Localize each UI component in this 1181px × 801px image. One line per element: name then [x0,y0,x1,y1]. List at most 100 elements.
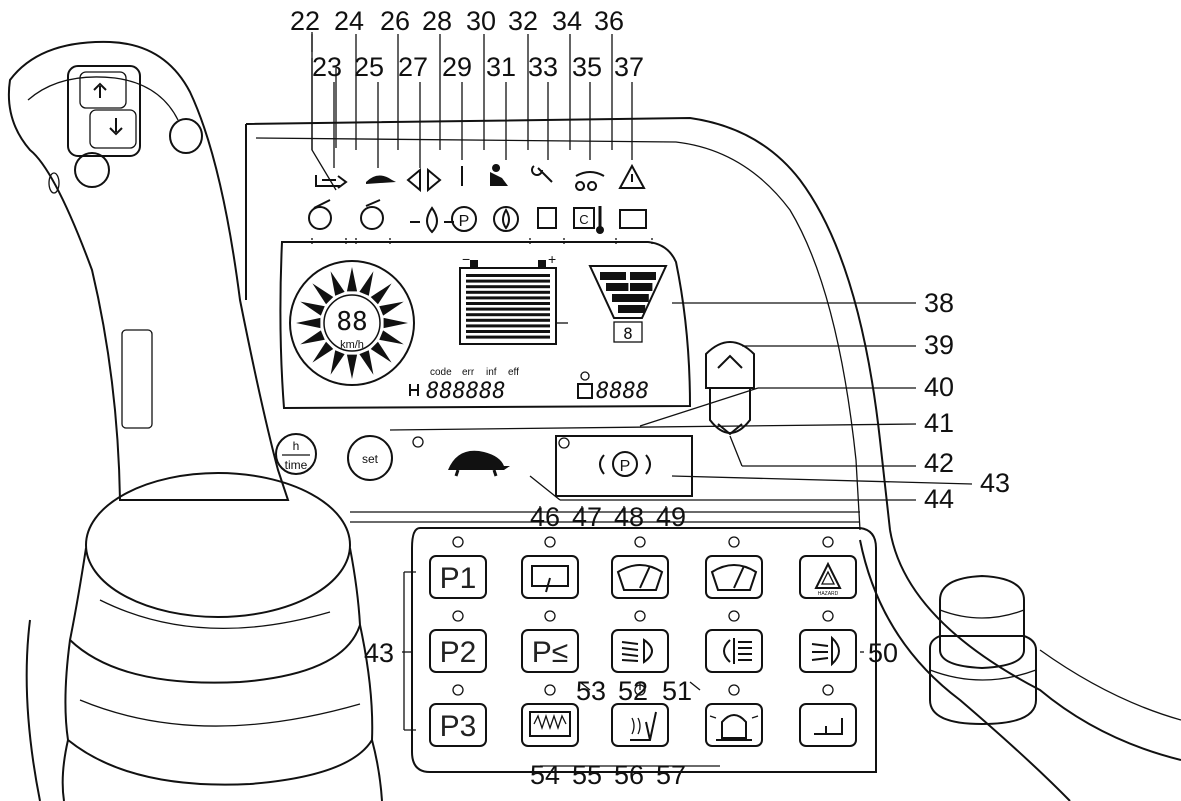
callout-51: 51 [662,676,692,706]
speed-unit: km/h [340,339,364,351]
joystick-button-right[interactable] [169,118,203,154]
speed-ray [300,330,325,345]
callout-24: 24 [334,6,364,36]
battery-bar [466,318,550,322]
svg-text:P2: P2 [440,636,477,669]
p1-key[interactable]: P1 [429,555,487,599]
callout-numbers: 22 24 26 28 30 32 34 36 23 25 27 29 31 3… [290,6,1010,790]
turtle-mode-icon [366,175,396,184]
callout-32: 32 [508,6,538,36]
joystick [7,40,383,801]
key-led [452,610,464,622]
p3-key[interactable]: P3 [429,703,487,747]
svg-text:P: P [620,458,631,475]
callout-38: 38 [924,288,954,318]
hydraulic-oil-icon [355,199,391,246]
keypad: P1 HAZARD P2 P≤ P3 [403,527,877,773]
label-err: err [462,367,475,378]
speed-ray [296,317,321,329]
label-code: code [430,367,452,378]
level-bar [606,283,629,291]
level-bar [630,305,646,313]
speed-ray [359,271,374,296]
key-led [822,536,834,548]
callout-43-left: 43 [364,638,394,668]
engine-oil-icon [308,199,347,246]
callout-35: 35 [572,52,602,82]
leader-line [389,423,917,431]
key-led [728,536,740,548]
gear-digit: 8 [623,324,633,343]
svg-text:+: + [548,251,556,267]
level-bar [612,294,631,302]
parking-brake-button[interactable]: P [555,435,693,497]
dashboard-housing [245,116,1181,801]
scroll-down-button[interactable] [717,423,743,436]
parking-light-key[interactable]: P≤ [521,629,579,673]
p2-key[interactable]: P2 [429,629,487,673]
rear-wiper-key[interactable] [521,555,579,599]
callout-52: 52 [618,676,648,706]
callout-49: 49 [656,502,686,532]
callout-37: 37 [614,52,644,82]
key-led [728,610,740,622]
speed-ray [300,301,325,316]
joystick-button-left[interactable] [74,152,110,188]
level-bar [618,305,634,313]
callout-54: 54 [530,760,560,790]
battery-bar [466,285,550,289]
key-led [634,610,646,622]
turtle-mode-lamp-icon [448,450,510,477]
joystick-rocker-switch[interactable] [67,65,141,157]
speed-ray [379,301,404,316]
callout-23: 23 [312,52,342,82]
speed-ray [312,283,334,305]
headlight-key[interactable] [611,629,669,673]
battery-bar [466,335,550,339]
level-gauge: 8 [588,265,668,343]
speed-ray [370,341,392,363]
set-button[interactable]: set [347,435,393,481]
svg-text:−: − [462,251,470,267]
callout-36: 36 [594,6,624,36]
callout-34: 34 [552,6,582,36]
callout-41: 41 [924,408,954,438]
callout-33: 33 [528,52,558,82]
callout-26: 26 [380,6,410,36]
battery-charge-icon [615,209,653,246]
beacon-light-key[interactable] [705,703,763,747]
speedometer: 88 km/h [289,260,415,386]
indicator-lamp-strip: P C [308,163,653,246]
hour-readout: 8888 [596,379,649,404]
battery-bar [466,290,550,294]
rear-window-heating-key[interactable] [521,703,579,747]
seat-heating-key[interactable] [611,703,669,747]
front-wiper-interval-key[interactable] [611,555,669,599]
front-work-light-key[interactable] [799,629,857,673]
level-bar [630,283,653,291]
hour-meter-icon [577,371,593,399]
leader-line [671,475,973,485]
led-indicator [412,436,424,448]
speed-ray [346,267,358,292]
scroll-up-button[interactable] [717,354,743,369]
time-button[interactable]: h time [275,433,317,475]
callout-40: 40 [924,372,954,402]
callout-47: 47 [572,502,602,532]
float-position-key[interactable] [799,703,857,747]
arrow-down-icon [89,109,137,149]
rotating-beacon [929,574,1037,726]
callout-28: 28 [422,6,452,36]
callout-39: 39 [924,330,954,360]
warning-triangle-icon [618,163,646,189]
hazard-key[interactable]: HAZARD [799,555,857,599]
fuel-pump-icon [315,175,348,189]
callout-56: 56 [614,760,644,790]
rear-work-light-key[interactable] [705,629,763,673]
callout-42: 42 [924,448,954,478]
svg-text:P: P [459,213,470,230]
svg-text:time: time [285,458,308,472]
callout-31: 31 [486,52,516,82]
front-wiper-key[interactable] [705,555,763,599]
callout-57: 57 [656,760,686,790]
